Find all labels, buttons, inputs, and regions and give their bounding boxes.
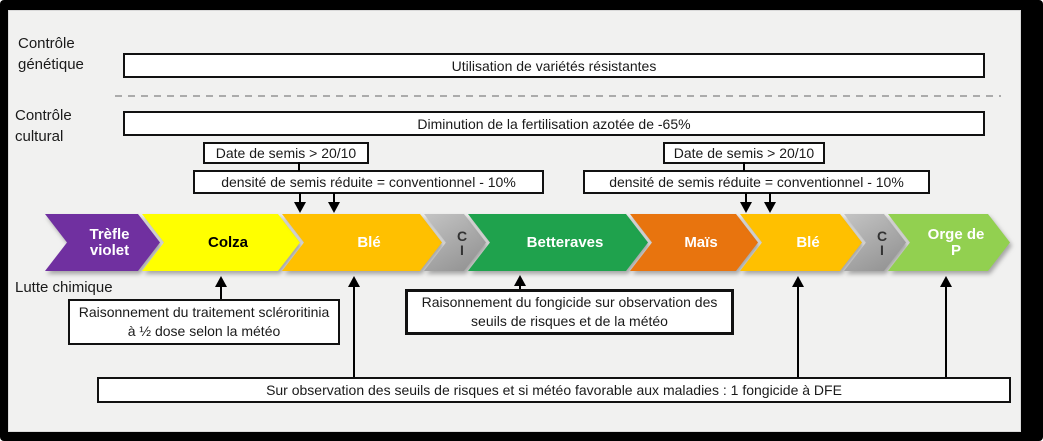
down-arrow-to-ble-1: [293, 193, 306, 213]
crop-chevron: Maïs: [630, 214, 758, 271]
arrowhead-up-icon: [939, 276, 952, 287]
crop-label: C I: [456, 227, 468, 258]
sowing-date-box-left: Date de semis > 20/10: [203, 142, 369, 164]
crop-chevron: Colza: [142, 214, 300, 271]
fungicide-observation-text: Raisonnement du fongicide sur observatio…: [421, 294, 718, 329]
crop-label: Blé: [357, 233, 381, 251]
sowing-density-box-left: densité de semis réduite = conventionnel…: [193, 170, 544, 194]
cultural-control-bar-text: Diminution de la fertilisation azotée de…: [417, 115, 691, 132]
dfe-fungicide-box: Sur observation des seuils de risques et…: [97, 377, 1011, 403]
crop-chevron: Betteraves: [468, 214, 648, 271]
arrowhead-up-icon: [214, 276, 227, 287]
sclerotinia-treatment-box: Raisonnement du traitement scléroritinia…: [68, 299, 340, 345]
crop-chevron: Trèfle violet: [45, 214, 160, 271]
crop-label: Trèfle violet: [89, 225, 130, 259]
genetic-control-bar: Utilisation de variétés résistantes: [123, 53, 985, 78]
fungicide-observation-box: Raisonnement du fongicide sur observatio…: [405, 289, 734, 335]
down-arrow-to-ble-1: [327, 193, 340, 213]
connector-line: [298, 162, 300, 171]
up-arrow-to-orge: [939, 276, 952, 377]
genetic-control-bar-text: Utilisation de variétés résistantes: [451, 57, 657, 74]
sowing-density-right-text: densité de semis réduite = conventionnel…: [609, 174, 904, 190]
crop-chevron: Blé: [282, 214, 442, 271]
sowing-date-left-text: Date de semis > 20/10: [215, 145, 357, 161]
crop-label: Orge de P: [927, 225, 985, 259]
up-arrow-to-betteraves: [513, 275, 526, 290]
crop-rotation-row: Trèfle violet Colza Blé C I Betteraves Maïs Bl…: [45, 214, 1010, 271]
arrowhead-up-icon: [513, 275, 526, 286]
sowing-density-box-right: densité de semis réduite = conventionnel…: [583, 170, 930, 194]
sowing-date-box-right: Date de semis > 20/10: [663, 142, 825, 164]
crop-chevron: Blé: [740, 214, 862, 271]
up-arrow-to-ble-2: [791, 276, 804, 377]
up-arrow-to-ble-1: [347, 276, 360, 377]
crop-label: C I: [876, 227, 888, 258]
down-arrow-to-ble-2: [739, 193, 752, 213]
arrowhead-down-icon: [293, 202, 306, 213]
crop-label: Betteraves: [526, 233, 604, 251]
cultural-control-label: Contrôle cultural: [15, 107, 72, 145]
cultural-control-bar: Diminution de la fertilisation azotée de…: [123, 111, 985, 136]
sclerotinia-treatment-text: Raisonnement du traitement scléroritinia…: [78, 304, 330, 339]
dashed-separator: [115, 95, 1001, 97]
connector-line: [743, 162, 745, 171]
crop-chevron: Orge de P: [888, 214, 1010, 271]
crop-label: Maïs: [684, 233, 718, 251]
crop-label: Colza: [207, 233, 248, 251]
dfe-fungicide-text: Sur observation des seuils de risques et…: [266, 381, 842, 398]
arrowhead-down-icon: [739, 202, 752, 213]
arrowhead-down-icon: [327, 202, 340, 213]
genetic-control-label: Contrôle génétique: [18, 35, 84, 73]
chemical-control-label: Lutte chimique: [15, 279, 113, 296]
sowing-density-left-text: densité de semis réduite = conventionnel…: [221, 174, 516, 190]
diagram-canvas: Contrôle génétique Utilisation de variét…: [8, 10, 1021, 432]
sowing-date-right-text: Date de semis > 20/10: [673, 145, 815, 161]
arrowhead-up-icon: [347, 276, 360, 287]
up-arrow-to-colza: [214, 276, 227, 299]
down-arrow-to-ble-2: [763, 193, 776, 213]
crop-label: Blé: [796, 233, 820, 251]
arrowhead-down-icon: [763, 202, 776, 213]
arrowhead-up-icon: [791, 276, 804, 287]
